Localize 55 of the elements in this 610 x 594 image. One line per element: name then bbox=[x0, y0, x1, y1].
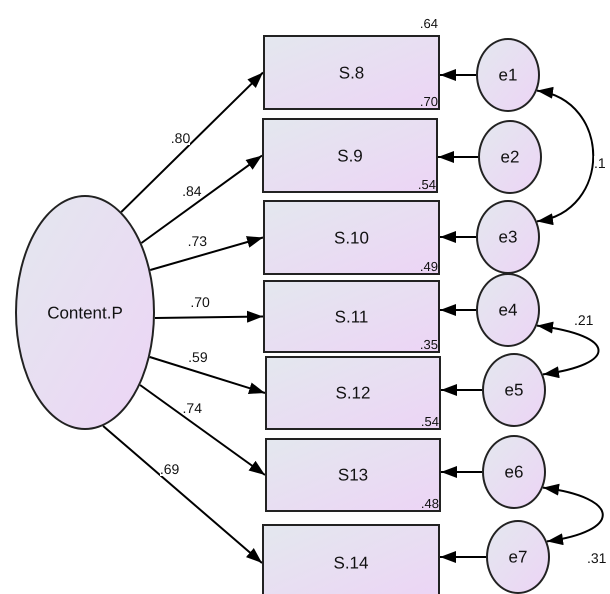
variable-name: Content.P bbox=[46, 304, 124, 321]
squared-multiple-correlation: .35 bbox=[420, 338, 438, 351]
variable-name: e3 bbox=[498, 228, 518, 246]
variable-name: S.12 bbox=[334, 384, 372, 402]
path-arrow bbox=[440, 69, 476, 81]
path-arrow bbox=[140, 384, 266, 476]
variable-name: e2 bbox=[500, 148, 520, 166]
path-arrow bbox=[149, 356, 266, 394]
variable-name: e1 bbox=[498, 66, 518, 84]
covariance-arrow bbox=[536, 88, 594, 224]
edge-label: .1 bbox=[594, 156, 606, 170]
edge-label: .84 bbox=[182, 184, 202, 198]
edge-label: .74 bbox=[182, 400, 202, 415]
variable-name: S.14 bbox=[332, 554, 370, 572]
covariance-arrow bbox=[536, 322, 600, 378]
variable-name: S.9 bbox=[336, 147, 364, 164]
variable-name: e7 bbox=[508, 548, 528, 566]
edge-label: .80 bbox=[170, 131, 190, 146]
variable-name: S.11 bbox=[334, 308, 370, 325]
path-arrow bbox=[438, 151, 478, 163]
edge-label: .31 bbox=[587, 551, 606, 565]
path-arrow bbox=[140, 154, 263, 244]
edge-label: .69 bbox=[160, 462, 180, 476]
path-arrow bbox=[441, 466, 482, 478]
observed-variable-box bbox=[265, 438, 441, 512]
variable-name: S.8 bbox=[338, 64, 366, 81]
path-arrow bbox=[120, 72, 264, 213]
observed-variable-box bbox=[263, 280, 440, 353]
squared-multiple-correlation: .54 bbox=[420, 415, 439, 428]
observed-variable-box bbox=[262, 524, 440, 594]
path-arrow bbox=[440, 231, 476, 243]
squared-multiple-correlation: .70 bbox=[420, 95, 438, 108]
squared-multiple-correlation: .49 bbox=[420, 260, 438, 273]
edge-label: .21 bbox=[574, 313, 594, 327]
observed-variable-box bbox=[263, 200, 440, 275]
edge-label: .73 bbox=[188, 234, 208, 248]
variable-name: e4 bbox=[498, 302, 518, 318]
path-arrow bbox=[102, 425, 263, 564]
variable-name: e6 bbox=[504, 464, 524, 480]
variable-name: S13 bbox=[336, 466, 370, 484]
path-arrow bbox=[150, 236, 264, 271]
observed-variable-box bbox=[262, 118, 438, 193]
path-arrow bbox=[154, 310, 264, 323]
edge-label: .70 bbox=[190, 295, 210, 310]
path-arrow bbox=[440, 551, 486, 563]
edge-label: .59 bbox=[188, 350, 208, 364]
covariance-arrow bbox=[542, 484, 604, 545]
squared-multiple-correlation: .64 bbox=[420, 17, 438, 30]
squared-multiple-correlation: .48 bbox=[420, 497, 439, 510]
path-arrow bbox=[441, 384, 482, 396]
variable-name: e5 bbox=[504, 382, 524, 398]
variable-name: S.10 bbox=[333, 229, 370, 246]
squared-multiple-correlation: .54 bbox=[418, 178, 436, 191]
path-arrow bbox=[440, 304, 476, 316]
observed-variable-box bbox=[265, 356, 441, 430]
